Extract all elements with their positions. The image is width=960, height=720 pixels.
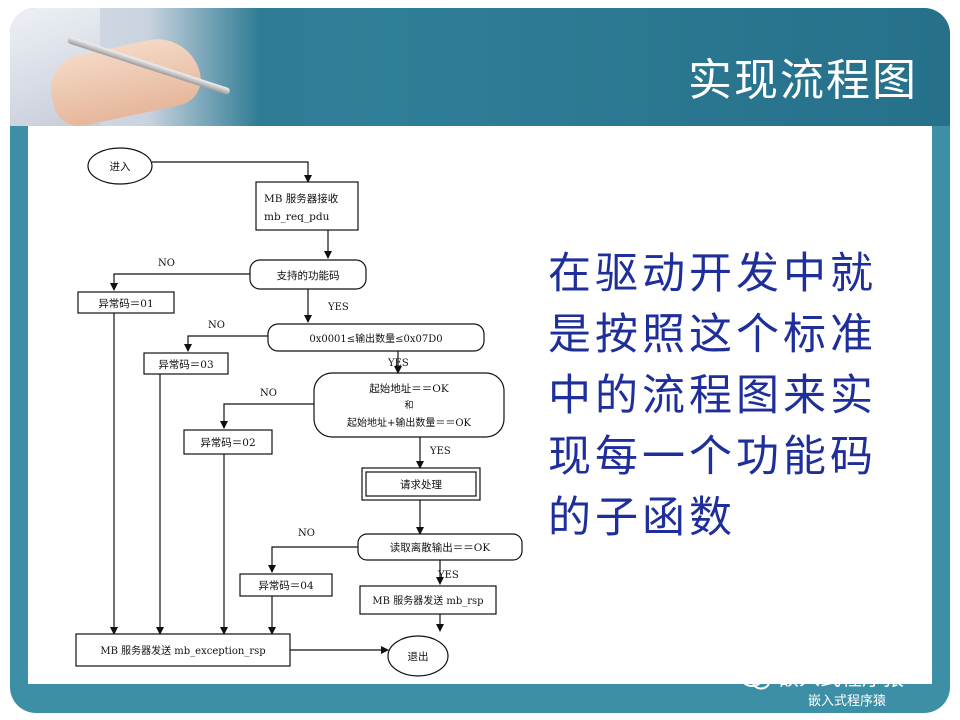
edge-no1 <box>114 274 250 290</box>
watermark: 嵌入式程序猿 <box>740 662 904 692</box>
node-check-addr-label-1: 起始地址＝＝OK <box>369 382 449 395</box>
node-exit-label: 退出 <box>408 650 429 663</box>
label-yes-1: YES <box>327 302 349 313</box>
slide-frame: 实现流程图 <box>10 8 950 713</box>
label-no-1: NO <box>158 258 175 269</box>
node-receive-label-1: MB 服务器接收 <box>264 192 339 205</box>
edge-enter-receive <box>152 162 308 182</box>
body-line: 的子函数 <box>548 488 908 549</box>
node-process-label: 请求处理 <box>400 478 442 491</box>
header-band: 实现流程图 <box>10 8 950 126</box>
label-yes-3: YES <box>429 446 451 457</box>
node-exc04-label: 异常码＝04 <box>258 579 314 592</box>
node-check-addr-label-2: 起始地址+输出数量＝＝OK <box>347 416 472 429</box>
body-text: 在驱动开发中就 是按照这个标准 中的流程图来实 现每一个功能码 的子函数 <box>548 244 908 549</box>
node-exc02-label: 异常码＝02 <box>200 436 255 449</box>
node-exc03-label: 异常码＝03 <box>158 358 213 371</box>
label-no-2: NO <box>208 320 225 331</box>
label-no-4: NO <box>298 528 315 539</box>
edge-no3 <box>224 404 314 428</box>
flowchart: 进入 MB 服务器接收 mb_req_pdu 支持的功能码 异常码＝01 0x0… <box>28 126 548 684</box>
content-area: 进入 MB 服务器接收 mb_req_pdu 支持的功能码 异常码＝01 0x0… <box>28 126 932 684</box>
body-line: 在驱动开发中就 <box>548 244 908 305</box>
node-receive-label-2: mb_req_pdu <box>264 211 330 223</box>
watermark-text: 嵌入式程序猿 <box>778 666 904 690</box>
body-line: 中的流程图来实 <box>548 366 908 427</box>
node-send-rsp-label: MB 服务器发送 mb_rsp <box>372 594 483 607</box>
label-yes-4: YES <box>437 570 459 581</box>
hand-with-pen-photo <box>10 8 260 126</box>
node-check-func-label: 支持的功能码 <box>277 269 340 282</box>
label-no-3: NO <box>260 388 277 399</box>
body-line: 是按照这个标准 <box>548 305 908 366</box>
node-read-discrete-label: 读取离散输出＝＝OK <box>390 541 491 554</box>
node-check-addr-label-and: 和 <box>404 400 413 411</box>
label-yes-2: YES <box>387 358 409 369</box>
wechat-icon <box>740 667 772 691</box>
slide-title: 实现流程图 <box>688 44 918 108</box>
body-line: 现每一个功能码 <box>548 427 908 488</box>
edge-no2 <box>188 336 268 351</box>
edge-no4 <box>272 547 358 572</box>
node-enter-label: 进入 <box>110 161 131 173</box>
node-check-qty-label: 0x0001≤输出数量≤0x07D0 <box>309 332 442 345</box>
node-exc01-label: 异常码＝01 <box>98 297 153 310</box>
watermark-subtext: 嵌入式程序猿 <box>808 690 886 709</box>
node-send-exc-label: MB 服务器发送 mb_exception_rsp <box>100 644 265 657</box>
